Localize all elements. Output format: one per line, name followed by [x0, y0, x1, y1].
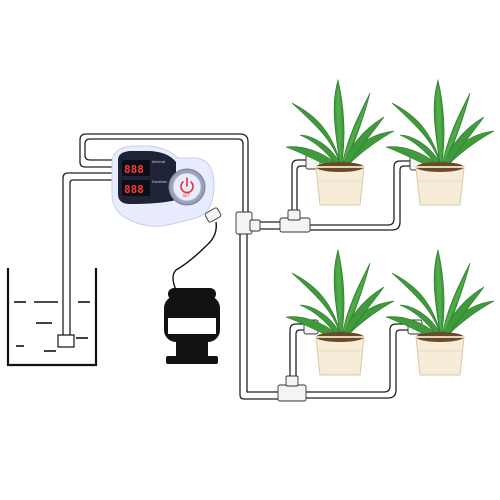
plant-bottom-left	[285, 249, 395, 376]
pump-cable	[172, 221, 217, 291]
set-label: SET	[183, 193, 191, 198]
display-bottom: 888	[124, 183, 144, 196]
irrigation-controller: Interval Duration 888 888 SET	[111, 145, 222, 227]
water-reservoir	[6, 268, 98, 367]
power-icon	[180, 177, 194, 194]
tubing	[62, 133, 412, 400]
plant-top-right	[385, 79, 495, 206]
display-top-label: Interval	[152, 160, 165, 164]
power-set-button[interactable]	[172, 172, 202, 202]
display-panel	[118, 151, 176, 204]
intake-filter	[57, 334, 75, 348]
display-bottom-label: Duration	[152, 180, 167, 184]
plant-bottom-right	[385, 249, 495, 376]
display-top: 888	[124, 163, 144, 176]
plant-top-left	[285, 79, 395, 206]
water-pump	[164, 288, 220, 364]
